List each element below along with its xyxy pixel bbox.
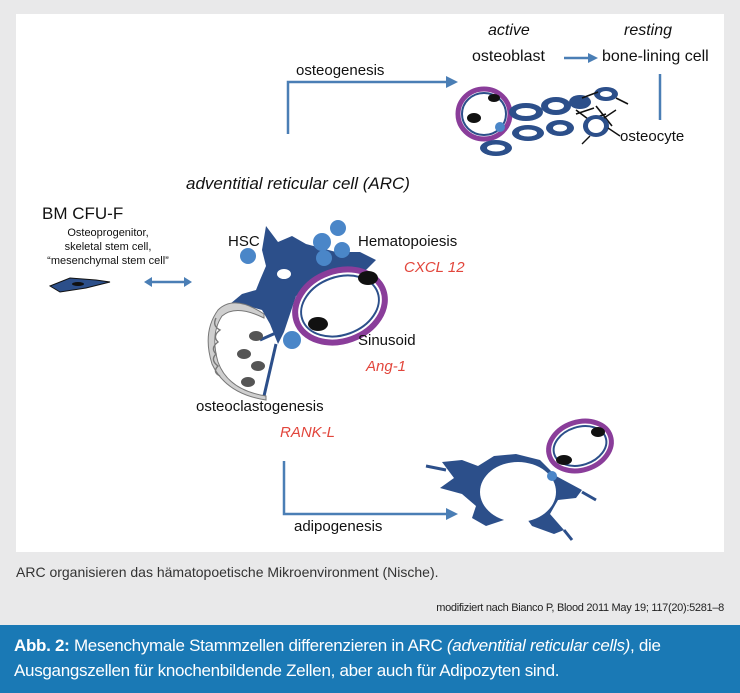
osteoclastogenesis-label: osteoclastogenesis [196, 398, 324, 415]
hsc-label: HSC [228, 233, 260, 250]
figure-legend-banner: Abb. 2: Mesenchymale Stammzellen differe… [0, 625, 740, 693]
central-arc-cell [230, 220, 388, 397]
figure-panel: osteogenesis active resting osteoblast b… [16, 14, 724, 552]
banner-label: Abb. 2: [14, 636, 70, 655]
ang1-label: Ang-1 [366, 358, 407, 375]
cxcl12-label: CXCL 12 [404, 259, 465, 276]
banner-text-1: Mesenchymale Stammzellen differenzieren … [69, 636, 447, 655]
sinusoid-label: Sinusoid [358, 332, 416, 349]
bm-desc-line-3: “mesenchymal stem cell” [47, 255, 169, 267]
active-label: active [488, 22, 530, 39]
adipocyte [425, 418, 614, 541]
adipogenesis-arrow [282, 461, 458, 520]
resting-label: resting [624, 22, 673, 39]
arc-label: adventitial reticular cell (ARC) [186, 174, 410, 193]
osteoblast-label: osteoblast [472, 48, 545, 65]
banner-text-2: , die Ausgangszellen für knochenbildende… [14, 636, 661, 680]
bm-cfu-f-label: BM CFU-F [42, 204, 124, 223]
bone-lining-cell-label: bone-lining cell [602, 48, 709, 65]
osteocyte-label: osteocyte [620, 128, 685, 145]
rankl-label: RANK-L [280, 424, 336, 441]
banner-text-italic: (adventitial reticular cells) [446, 636, 631, 655]
osteogenesis-label: osteogenesis [296, 62, 385, 79]
bm-desc-line-2: skeletal stem cell, [64, 241, 152, 253]
hematopoiesis-label: Hematopoiesis [358, 233, 458, 250]
diagram-graphics [48, 53, 662, 541]
source-citation: modifiziert nach Bianco P, Blood 2011 Ma… [436, 602, 724, 614]
figure-caption: ARC organisieren das hämatopoetische Mik… [16, 564, 439, 580]
bm-desc-line-1: Osteoprogenitor, [67, 227, 149, 239]
osteoblast-to-lining-arrow [564, 53, 598, 63]
osteoclast [207, 302, 267, 401]
bm-cfu-f-cell [48, 277, 111, 293]
bone-cells-cluster [455, 86, 629, 156]
bidirectional-arrow [144, 277, 192, 287]
osteogenesis-arrow [286, 76, 458, 134]
adipogenesis-label: adipogenesis [294, 518, 383, 535]
